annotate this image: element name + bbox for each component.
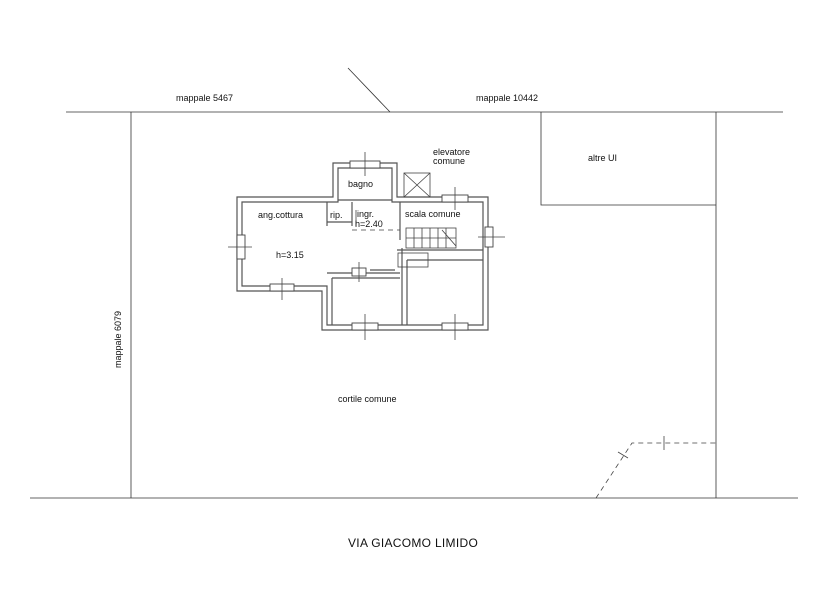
altre-ui-label: altre UI (588, 153, 617, 163)
street-name-label: VIA GIACOMO LIMIDO (348, 536, 478, 550)
building (228, 152, 505, 340)
common-stairs-label: scala comune (405, 209, 461, 219)
main-height-label: h=3.15 (276, 250, 304, 260)
labels: mappale 5467 mappale 10442 mappale 6079 … (113, 93, 617, 550)
mappale-5467-label: mappale 5467 (176, 93, 233, 103)
storage-label: rip. (330, 210, 343, 220)
bathroom-label: bagno (348, 179, 373, 189)
elevator-label-line1: elevatore (433, 147, 470, 157)
stairs (405, 227, 457, 249)
site-boundaries (30, 67, 798, 499)
courtyard-label: cortile comune (338, 394, 397, 404)
mappale-6079-label: mappale 6079 (113, 311, 123, 368)
altre-ui-parcel (540, 112, 716, 206)
entrance-label: ingr. (357, 209, 374, 219)
dashed-boundary-tick (617, 451, 629, 459)
kitchenette-label: ang.cottura (258, 210, 303, 220)
windows (228, 152, 505, 340)
elevator-shaft (403, 172, 431, 198)
mappale-10442-label: mappale 10442 (476, 93, 538, 103)
entrance-height-label: h=2.40 (355, 219, 383, 229)
small-closet (397, 252, 429, 268)
building-inner-wall (241, 167, 484, 326)
elevator-label-line2: comune (433, 156, 465, 166)
diagonal-boundary-line (347, 67, 391, 113)
dashed-corner-boundary (595, 442, 716, 499)
